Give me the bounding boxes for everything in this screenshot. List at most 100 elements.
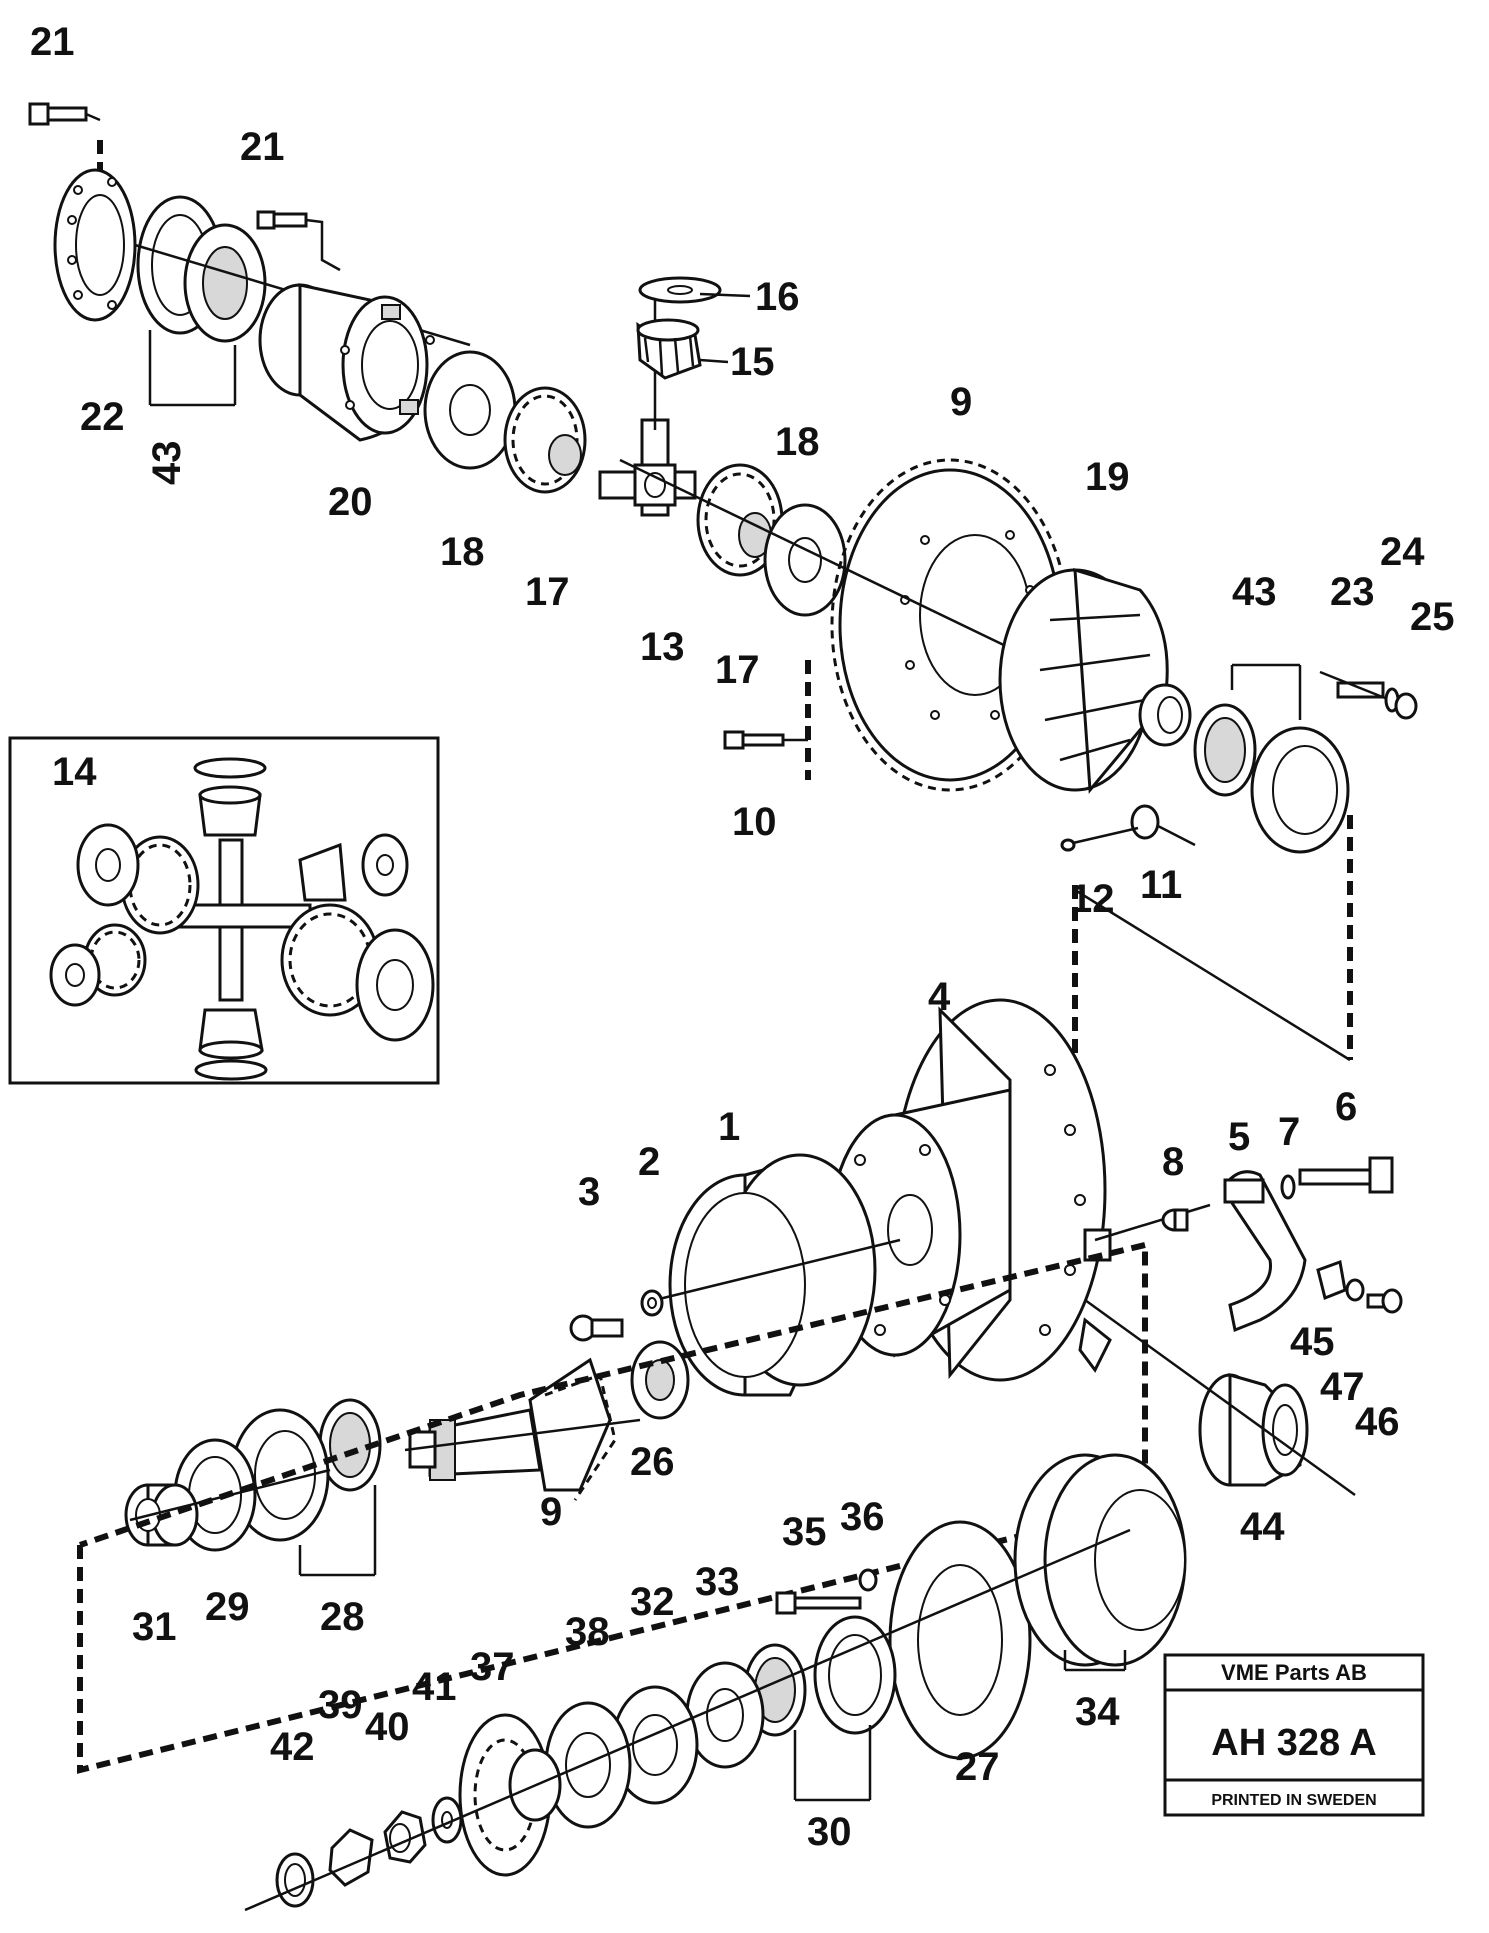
bolt-6: [1298, 1156, 1394, 1194]
washer-7: [1280, 1174, 1296, 1200]
label-46: 46: [1355, 1400, 1400, 1444]
label-35: 35: [782, 1510, 827, 1554]
label-33: 33: [695, 1560, 740, 1604]
label-21-second: 21: [240, 125, 285, 169]
diff-case-19: [998, 567, 1192, 794]
label-18-left: 18: [440, 530, 485, 574]
seal-33: [685, 1661, 765, 1769]
nut-11: [1130, 804, 1196, 847]
label-37: 37: [470, 1645, 515, 1689]
label-13: 13: [640, 625, 685, 669]
label-26: 26: [630, 1440, 675, 1484]
lock-plate-39: [328, 1828, 374, 1887]
pinion-shaft-9: [408, 1357, 617, 1501]
side-gear-17-right: [696, 463, 784, 577]
bearing-43-left: [136, 195, 267, 407]
label-39: 39: [318, 1683, 363, 1727]
label-43-right: 43: [1232, 570, 1277, 614]
label-8: 8: [1162, 1140, 1184, 1184]
bearing-30: [743, 1615, 897, 1802]
reference-box: VME Parts AB AH 328 A PRINTED IN SWEDEN: [1163, 1653, 1425, 1817]
ref-company: VME Parts AB: [1221, 1660, 1367, 1685]
axis-line-ring: [654, 1238, 901, 1302]
cup-ring-1: [668, 1153, 877, 1397]
bolt-35: [775, 1591, 862, 1615]
label-9-bottom: 9: [540, 1490, 562, 1534]
label-15: 15: [730, 340, 775, 384]
washer-36: [858, 1568, 878, 1592]
label-18-right: 18: [775, 420, 820, 464]
washer-18-left: [423, 350, 517, 470]
bolt-21-top: [28, 102, 103, 190]
bolt-46: [1366, 1288, 1403, 1314]
label-21-top: 21: [30, 20, 75, 64]
ring-38: [544, 1701, 632, 1829]
axis-line-lower: [244, 1528, 1131, 1912]
ref-printed: PRINTED IN SWEDEN: [1211, 1792, 1376, 1809]
label-29: 29: [205, 1585, 250, 1629]
label-23: 23: [1330, 570, 1375, 614]
leader-diagonal: [1074, 888, 1351, 1062]
side-gear-17-left: [503, 386, 587, 494]
nut-25: [1394, 692, 1418, 720]
nut-40: [383, 1810, 427, 1864]
label-14: 14: [52, 750, 97, 794]
flange-27: [888, 1520, 1032, 1760]
label-31: 31: [132, 1605, 177, 1649]
label-10: 10: [732, 800, 777, 844]
axis-line-clamp: [1094, 1203, 1211, 1242]
label-45: 45: [1290, 1320, 1335, 1364]
label-7: 7: [1278, 1110, 1300, 1154]
label-11: 11: [1140, 863, 1182, 907]
label-24: 24: [1380, 530, 1425, 574]
flange-22: [53, 168, 137, 322]
label-38: 38: [565, 1610, 610, 1654]
bolt-10: [723, 660, 811, 780]
label-16: 16: [755, 275, 800, 319]
label-17-left: 17: [525, 570, 570, 614]
bolt-3: [569, 1314, 624, 1342]
label-22: 22: [80, 395, 125, 439]
label-41: 41: [412, 1665, 457, 1709]
label-30: 30: [807, 1810, 852, 1854]
castle-nut-44: [1084, 1298, 1356, 1497]
label-2: 2: [638, 1140, 660, 1184]
housing-20: [258, 283, 435, 442]
label-9-top: 9: [950, 380, 972, 424]
label-47: 47: [1320, 1365, 1365, 1409]
inset-box-14: [8, 736, 440, 1085]
bearing-43-right: [1193, 663, 1350, 854]
label-32: 32: [630, 1580, 675, 1624]
dashed-outline-lower: [77, 1242, 1148, 1774]
label-43-left: 43: [145, 441, 189, 486]
label-4: 4: [928, 975, 951, 1019]
part-labels: 21 21 22 43 20 18 17 13 17 18 16 15 9 19…: [30, 20, 1455, 1854]
label-25: 25: [1410, 595, 1455, 639]
label-6: 6: [1335, 1085, 1357, 1129]
washer-47: [1345, 1278, 1365, 1302]
label-40: 40: [365, 1705, 410, 1749]
label-20: 20: [328, 480, 373, 524]
washer-2: [640, 1289, 664, 1317]
label-12: 12: [1070, 877, 1115, 921]
shims-34: [1013, 1453, 1187, 1672]
label-34: 34: [1075, 1690, 1120, 1734]
label-42: 42: [270, 1725, 315, 1769]
label-19: 19: [1085, 455, 1130, 499]
washer-18-right: [763, 503, 847, 617]
bearing-26: [630, 1340, 690, 1420]
label-3: 3: [578, 1170, 600, 1214]
label-5: 5: [1228, 1115, 1250, 1159]
label-44: 44: [1240, 1505, 1285, 1549]
bracket-45: [1316, 1259, 1347, 1301]
washer-16: [638, 276, 751, 304]
bushing-8: [1161, 1208, 1189, 1232]
pinion-15: [636, 318, 729, 380]
cotter-pin-12: [1060, 826, 1139, 852]
label-1: 1: [718, 1105, 740, 1149]
bolt-21-second: [256, 210, 341, 272]
label-36: 36: [840, 1495, 885, 1539]
label-27: 27: [955, 1745, 1000, 1789]
axis-line-pinion: [404, 1418, 641, 1452]
